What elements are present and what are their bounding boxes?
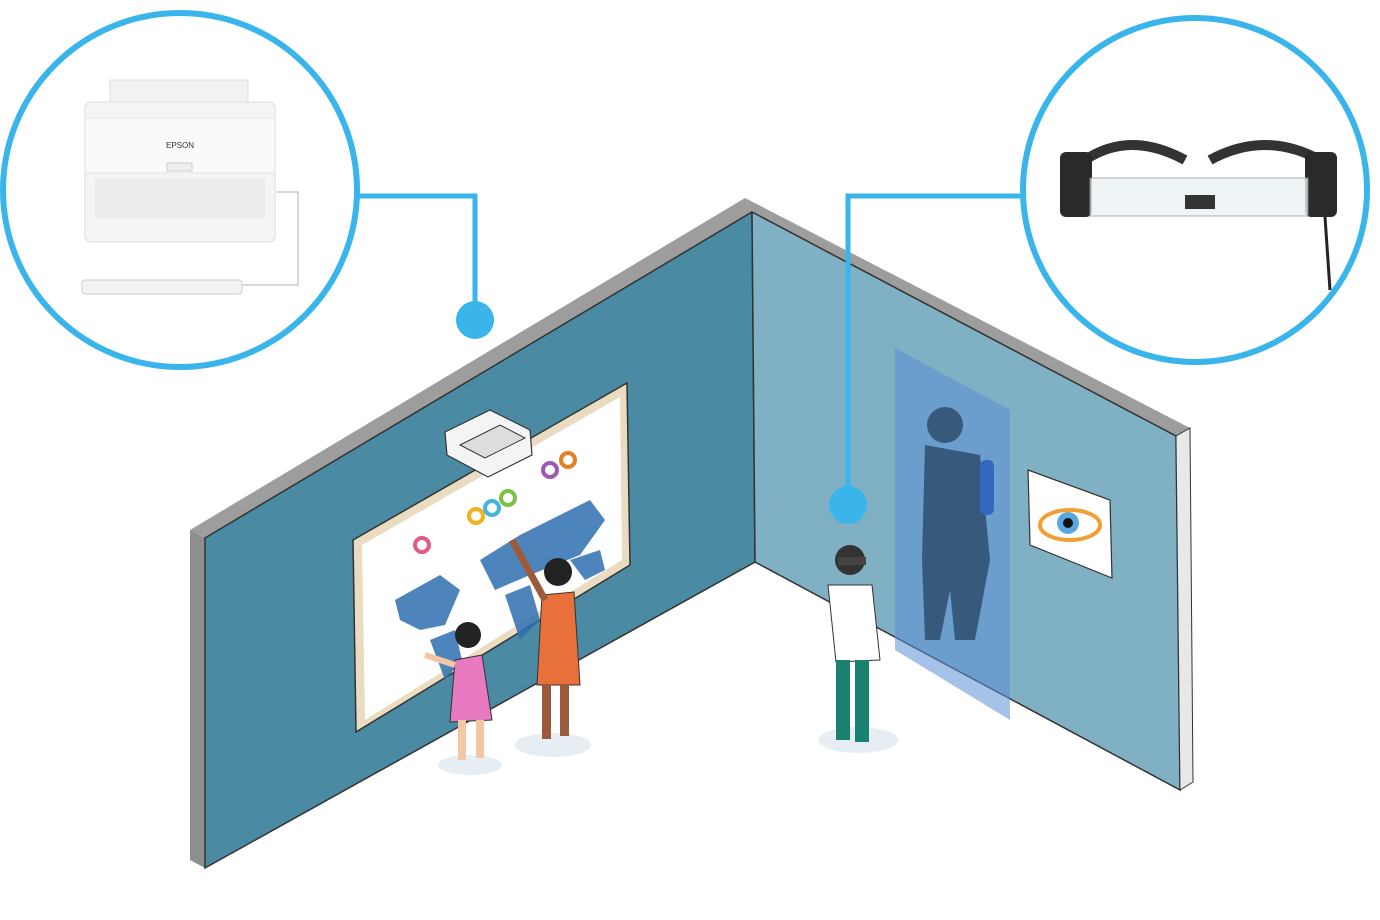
person-with-ar-glasses (818, 545, 898, 753)
glasses-callout-dot (829, 486, 867, 524)
projector-product-image: EPSON (81, 79, 299, 295)
eye-poster (1027, 469, 1113, 579)
interactive-whiteboard (352, 381, 631, 734)
child-pink-dress (424, 622, 502, 775)
projector-callout: EPSON (0, 10, 360, 370)
ar-glasses-callout (1020, 15, 1370, 365)
world-map (395, 500, 605, 680)
hologram-projection (895, 348, 1010, 720)
ar-glasses-product-image (1060, 140, 1337, 291)
callout-connectors (355, 193, 1028, 505)
child-orange-dress (508, 538, 591, 757)
donut-charts (413, 451, 577, 554)
wall-projector (444, 409, 533, 478)
projector-callout-dot (456, 301, 494, 339)
diver-silhouette (922, 407, 994, 640)
projector-brand-label: EPSON (166, 141, 194, 150)
